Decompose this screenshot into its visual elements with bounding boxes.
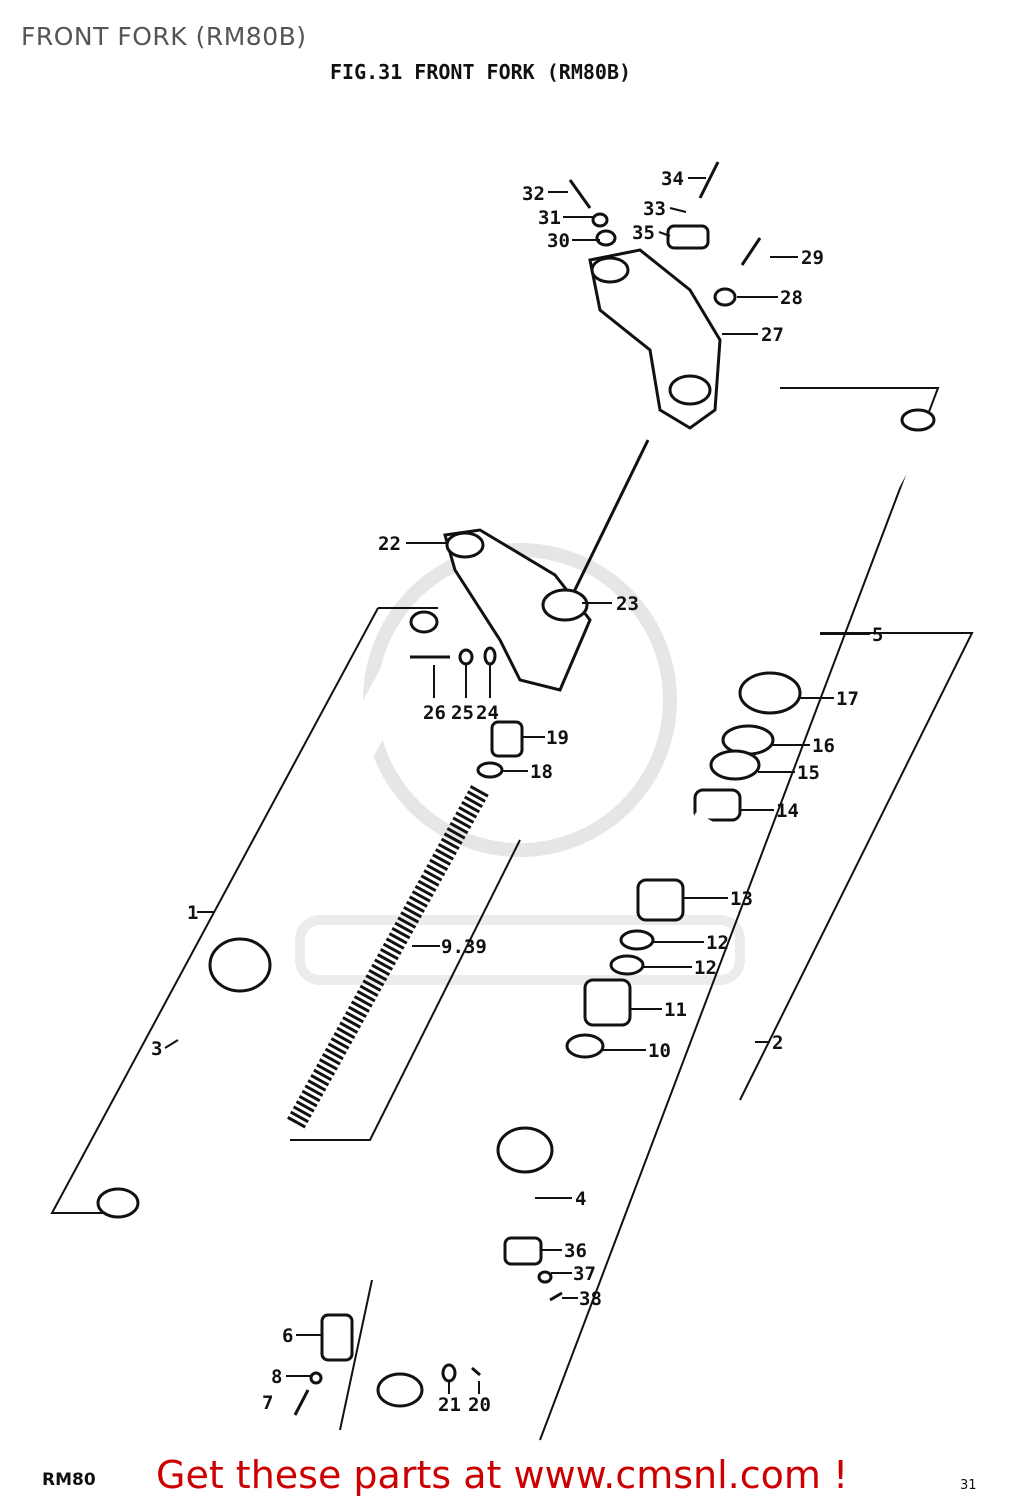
group-frame-5 — [739, 632, 974, 1101]
callout-12: 12 — [706, 932, 729, 954]
group-frame-left — [50, 607, 379, 1214]
handlebar-clamp — [666, 224, 710, 250]
callout-13: 13 — [730, 888, 753, 910]
page-number: 31 — [960, 1478, 977, 1493]
leader-lines — [164, 177, 870, 1394]
callout-37: 37 — [573, 1263, 596, 1285]
callout-23: 23 — [616, 593, 639, 615]
callout-29: 29 — [801, 247, 824, 269]
callout-18: 18 — [530, 761, 553, 783]
callout-26: 26 — [423, 702, 446, 724]
callout-9-39: 9.39 — [441, 936, 487, 958]
callout-10: 10 — [648, 1040, 671, 1062]
callout-36: 36 — [564, 1240, 587, 1262]
callout-4: 4 — [575, 1188, 586, 1210]
callout-7: 7 — [262, 1392, 273, 1414]
callout-38: 38 — [579, 1288, 602, 1310]
callout-28: 28 — [780, 287, 803, 309]
callout-1: 1 — [187, 902, 198, 924]
callout-21: 21 — [438, 1394, 461, 1416]
callout-11: 11 — [664, 999, 687, 1021]
callout-6: 6 — [282, 1325, 293, 1347]
callout-22: 22 — [378, 533, 401, 555]
callout-32: 32 — [522, 183, 545, 205]
callout-30: 30 — [547, 230, 570, 252]
callout-2: 2 — [772, 1032, 783, 1054]
callout-24: 24 — [476, 702, 499, 724]
callout-12: 12 — [694, 957, 717, 979]
callout-35: 35 — [632, 222, 655, 244]
callout-8: 8 — [271, 1366, 282, 1388]
model-label: RM80 — [42, 1470, 96, 1490]
callout-20: 20 — [468, 1394, 491, 1416]
page-title: FRONT FORK (RM80B) — [21, 22, 307, 51]
callout-19: 19 — [546, 727, 569, 749]
callout-31: 31 — [538, 207, 561, 229]
group-frame-right — [539, 387, 940, 1441]
lower-bracket — [443, 528, 592, 692]
callout-15: 15 — [797, 762, 820, 784]
figure-title: FIG.31 FRONT FORK (RM80B) — [330, 60, 632, 84]
callout-3: 3 — [151, 1038, 162, 1060]
callout-34: 34 — [661, 168, 684, 190]
steering-stem — [568, 439, 650, 601]
callout-33: 33 — [643, 198, 666, 220]
group-frame-spring — [290, 839, 521, 1141]
callout-5: 5 — [872, 624, 883, 646]
fork-spring — [286, 785, 489, 1130]
callout-14: 14 — [776, 800, 799, 822]
promo-link[interactable]: Get these parts at www.cmsnl.com ! — [156, 1453, 849, 1497]
callout-27: 27 — [761, 324, 784, 346]
callout-17: 17 — [836, 688, 859, 710]
callout-16: 16 — [812, 735, 835, 757]
callout-25: 25 — [451, 702, 474, 724]
fork-cap — [490, 720, 524, 758]
